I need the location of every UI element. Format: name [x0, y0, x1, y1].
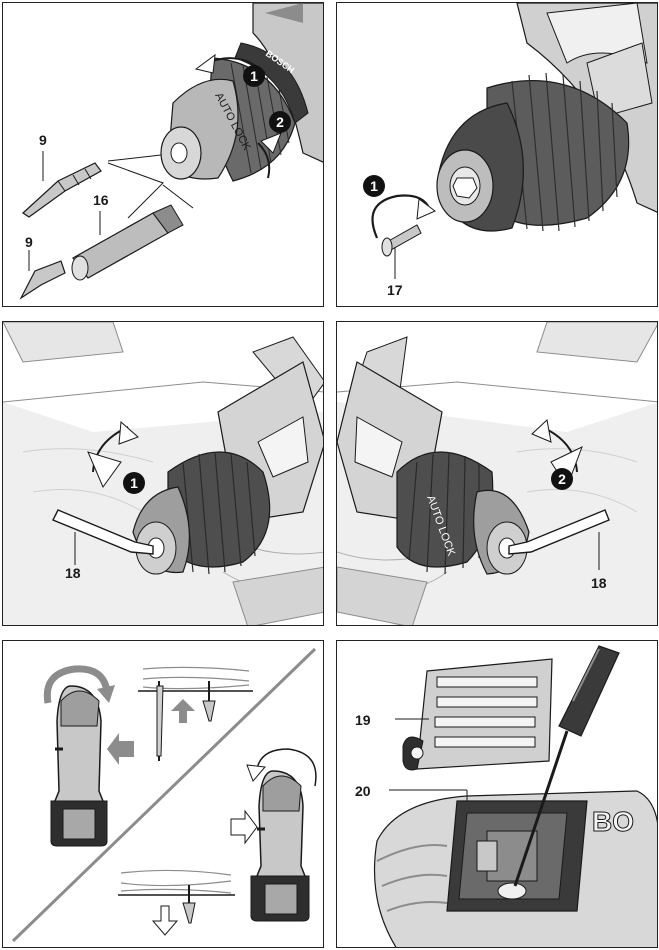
drill-reverse	[250, 770, 310, 922]
panel-chuck-loosen: 18 1	[2, 321, 324, 626]
panel-chuck-screw: 17 1	[336, 2, 658, 307]
step-marker: 2	[551, 468, 573, 490]
panel-cover-removal: BO 19 20	[336, 640, 658, 948]
callout-bit-holder: 16	[93, 192, 109, 208]
arrow-up-icon	[171, 699, 195, 723]
panel-rotation-direction	[2, 640, 324, 948]
panel-bit-insertion: BOSCH AUTO LOCK 9 16 9 1 2	[2, 2, 324, 307]
step-marker: 2	[269, 111, 291, 133]
step-marker: 1	[243, 65, 265, 87]
panel-chuck-tighten: AUTO LOCK 18 2	[336, 321, 658, 626]
callout-hex-key: 18	[65, 565, 81, 581]
arrow-left-icon	[107, 733, 134, 765]
cover-removal-illustration: BO	[373, 645, 657, 947]
drill-on-wood-illustration: AUTO LOCK	[337, 322, 657, 625]
callout-brush: 20	[355, 783, 371, 799]
step-marker: 1	[123, 472, 145, 494]
arrow-right-icon	[230, 809, 258, 845]
callout-bit: 9	[39, 132, 47, 148]
rotation-direction-illustration	[11, 647, 317, 943]
drill-chuck-illustration: BOSCH AUTO LOCK	[19, 3, 323, 300]
arrow-down-icon	[151, 905, 179, 936]
drill-on-wood-illustration	[3, 322, 323, 625]
drill-forward	[50, 685, 108, 847]
brand-text: BO	[592, 806, 634, 837]
step-marker: 1	[363, 175, 385, 197]
drill-chuck-front-illustration	[371, 3, 657, 279]
callout-hex-key: 18	[591, 575, 607, 591]
callout-bit: 9	[25, 234, 33, 250]
callout-cover: 19	[355, 712, 371, 728]
callout-screw: 17	[387, 282, 403, 298]
